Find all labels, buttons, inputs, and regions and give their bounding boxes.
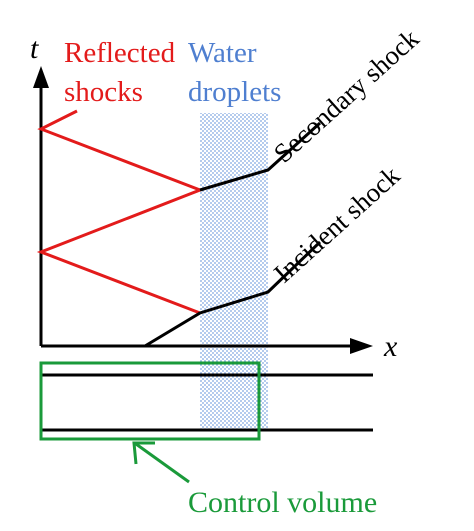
t-axis-label: t — [30, 32, 39, 65]
t-axis-arrowhead — [33, 66, 49, 88]
secondary-shock-path — [199, 121, 322, 192]
reflected-shocks-label-line1: Reflected — [64, 37, 176, 69]
incident-shock-label: Incident shock — [268, 160, 406, 288]
water-droplets-label-line2: droplets — [188, 76, 281, 108]
control-volume-box — [39, 361, 261, 441]
x-axis-label: x — [383, 330, 398, 363]
control-volume-label: Control volume — [188, 486, 377, 519]
reflected-shock-path — [36, 109, 205, 315]
incident-shock-path — [144, 240, 322, 348]
secondary-shock-label: Secondary shock — [268, 23, 425, 169]
control-volume-arrowhead — [132, 441, 155, 465]
x-axis-arrowhead — [350, 338, 373, 354]
control-volume-arrow — [135, 442, 190, 484]
water-droplet-region — [200, 113, 268, 430]
water-droplets-label-line1: Water — [188, 37, 257, 69]
reflected-shocks-label-line2: shocks — [64, 76, 143, 108]
